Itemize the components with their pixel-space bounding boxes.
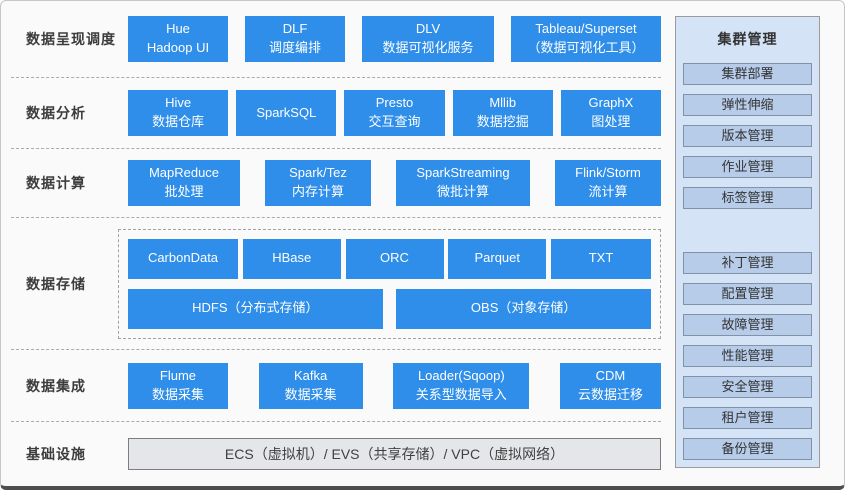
row-data-analysis: 数据分析 Hive 数据仓库 SparkSQL Presto 交互查询 Mlli… (11, 77, 662, 148)
sidebar-item-cluster-deploy: 集群部署 (683, 63, 812, 85)
component-box: Loader(Sqoop) 关系型数据导入 (393, 362, 530, 409)
sidebar-item-fault-mgmt: 故障管理 (683, 314, 812, 336)
row-label: 数据分析 (26, 105, 86, 121)
component-box: Kafka 数据采集 (258, 362, 363, 409)
sidebar-item-tenant-mgmt: 租户管理 (683, 407, 812, 429)
storage-dashed-group: CarbonData HBase ORC Parquet TXT HDFS（分布… (118, 228, 661, 339)
component-box: HBase (242, 238, 341, 279)
component-box: Hive 数据仓库 (128, 90, 229, 136)
component-box: HDFS（分布式存储） (128, 288, 383, 329)
component-box: SparkStreaming 微批计算 (396, 160, 530, 206)
component-box: TXT (551, 238, 651, 279)
row-boxes: Hue Hadoop UI DLF 调度编排 DLV 数据可视化服务 Table… (128, 16, 661, 62)
component-box: Flink/Storm 流计算 (555, 160, 661, 206)
component-box: Flume 数据采集 (128, 362, 228, 409)
component-box: CarbonData (128, 238, 238, 279)
row-boxes: Flume 数据采集 Kafka 数据采集 Loader(Sqoop) 关系型数… (128, 362, 661, 409)
row-label: 基础设施 (26, 446, 86, 462)
sidebar-item-patch-mgmt: 补丁管理 (683, 252, 812, 274)
component-box: Tableau/Superset （数据可视化工具） (511, 16, 661, 62)
component-box: CDM 云数据迁移 (559, 362, 661, 409)
cluster-management-title: 集群管理 (717, 31, 778, 47)
row-label: 数据计算 (26, 175, 86, 191)
component-box: ORC (345, 238, 444, 279)
storage-format-boxes: CarbonData HBase ORC Parquet TXT (128, 238, 651, 279)
sidebar-item-job-mgmt: 作业管理 (683, 156, 812, 178)
row-boxes: Hive 数据仓库 SparkSQL Presto 交互查询 Mllib 数据挖… (128, 90, 662, 136)
component-box: Parquet (448, 238, 547, 279)
infrastructure-box: ECS（虚拟机）/ EVS（共享存储）/ VPC（虚拟网络） (128, 438, 661, 470)
sidebar-item-elastic-scaling: 弹性伸缩 (683, 94, 812, 116)
component-box: Spark/Tez 内存计算 (265, 160, 371, 206)
component-box: DLF 调度编排 (245, 16, 345, 62)
storage-store-boxes: HDFS（分布式存储） OBS（对象存储） (128, 288, 651, 329)
sidebar-item-config-mgmt: 配置管理 (683, 283, 812, 305)
row-label: 数据存储 (26, 275, 86, 292)
component-box: Mllib 数据挖掘 (452, 90, 553, 136)
row-label: 数据呈现调度 (26, 31, 116, 47)
cluster-management-panel: 集群管理 集群部署 弹性伸缩 版本管理 作业管理 标签管理 补丁管理 配置管理 … (675, 16, 820, 468)
sidebar-group-gap (683, 218, 812, 252)
component-box: Hue Hadoop UI (128, 16, 228, 62)
component-box: MapReduce 批处理 (128, 160, 240, 206)
row-data-integration: 数据集成 Flume 数据采集 Kafka 数据采集 Loader(Sqoop)… (11, 349, 661, 421)
component-box: GraphX 图处理 (560, 90, 662, 136)
row-data-computing: 数据计算 MapReduce 批处理 Spark/Tez 内存计算 SparkS… (11, 148, 661, 217)
component-box: SparkSQL (236, 90, 337, 136)
component-box: Presto 交互查询 (344, 90, 445, 136)
row-boxes: MapReduce 批处理 Spark/Tez 内存计算 SparkStream… (128, 160, 661, 206)
sidebar-item-tag-mgmt: 标签管理 (683, 187, 812, 209)
row-data-presentation-scheduling: 数据呈现调度 Hue Hadoop UI DLF 调度编排 DLV 数据可视化服… (11, 1, 661, 77)
row-infrastructure: 基础设施 ECS（虚拟机）/ EVS（共享存储）/ VPC（虚拟网络） (11, 421, 661, 486)
row-data-storage: 数据存储 CarbonData HBase ORC Parquet TXT HD… (11, 217, 661, 349)
layers-area: 数据呈现调度 Hue Hadoop UI DLF 调度编排 DLV 数据可视化服… (11, 1, 662, 486)
sidebar-item-backup-mgmt: 备份管理 (683, 438, 812, 460)
sidebar-item-security-mgmt: 安全管理 (683, 376, 812, 398)
sidebar-item-version-mgmt: 版本管理 (683, 125, 812, 147)
row-label: 数据集成 (26, 377, 86, 394)
component-box: OBS（对象存储） (396, 288, 651, 329)
component-box: DLV 数据可视化服务 (362, 16, 494, 62)
sidebar-item-performance-mgmt: 性能管理 (683, 345, 812, 367)
